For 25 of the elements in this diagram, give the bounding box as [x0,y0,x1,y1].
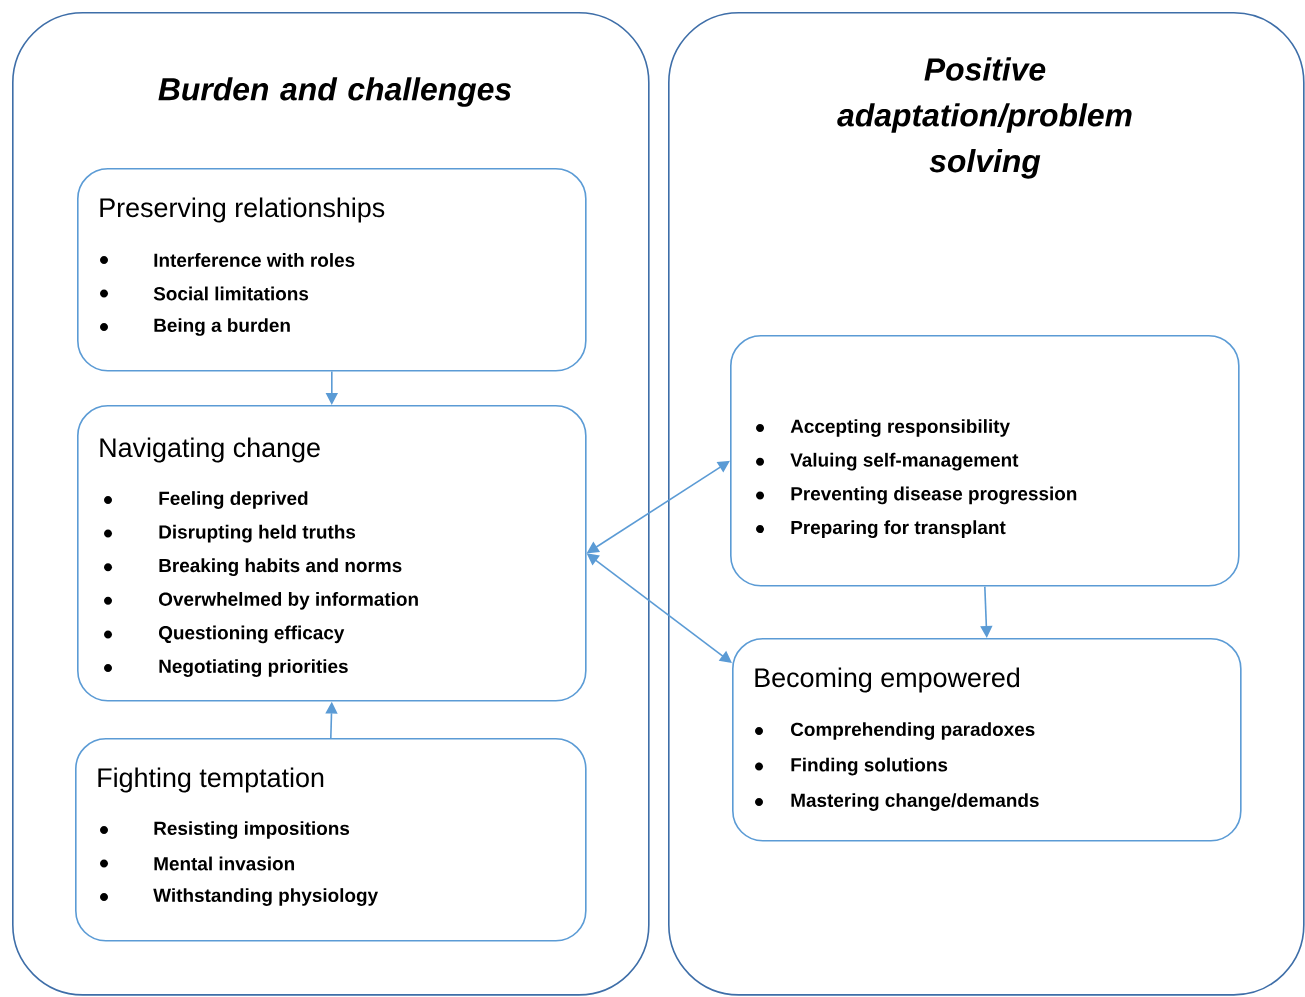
bullet-item: Preventing disease progression [756,486,1077,505]
panel-title: Positive adaptation/problem solving [837,57,1132,179]
bullet-item: Negotiating priorities [104,659,348,677]
bullet-item: Comprehending paradoxes [755,722,1035,740]
bullet-item: Withstanding physiology [100,888,378,906]
panel-title: Burden and challenges [158,77,512,107]
bullet-item: Mental invasion [100,856,294,871]
bullet-item: Disrupting held truths [104,524,356,543]
bullet-item: Feeling deprived [104,491,308,509]
bullet-item: Accepting responsibility [756,419,1010,437]
bullet-item: Questioning efficacy [104,625,345,644]
bullet-item: Interference with roles [100,253,355,267]
bullet-item: Finding solutions [755,757,948,776]
box-heading: Becoming empowered [755,667,1020,693]
bullet-item: Mastering change/demands [755,793,1039,811]
bullet-item: Overwhelmed by information [104,592,418,610]
bullet-item: Breaking habits and norms [104,558,402,577]
bullet-item: Valuing self-management [756,452,1019,471]
bullet-item: Resisting impositions [100,821,350,839]
box-heading: Fighting temptation [98,767,324,793]
bullet-item: Social limitations [100,286,309,301]
bullet-item: Being a burden [100,318,290,336]
box-heading: Preserving relationships [100,197,385,223]
bullet-item: Preparing for transplant [756,520,1006,538]
box-heading: Navigating change [100,437,320,463]
